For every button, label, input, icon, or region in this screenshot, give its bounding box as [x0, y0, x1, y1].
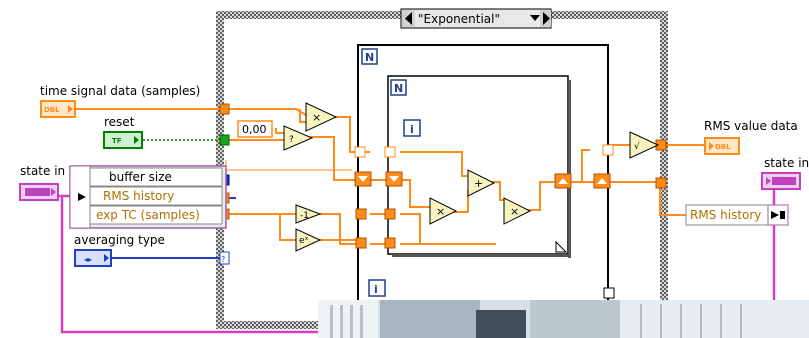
- state-out-label: state in: [764, 156, 809, 170]
- case-prev-arrow-icon[interactable]: [402, 10, 415, 27]
- background-photo: [318, 300, 809, 338]
- reset-label: reset: [104, 115, 135, 129]
- state-in-control[interactable]: [20, 184, 58, 200]
- unbundle-by-name[interactable]: buffer size RMS history exp TC (samples): [70, 166, 226, 228]
- outer-shift-register-left[interactable]: [355, 172, 371, 186]
- svg-text:eˣ: eˣ: [299, 236, 309, 246]
- inner-loop-count-terminal[interactable]: N: [391, 80, 406, 95]
- state-in-label: state in: [20, 164, 65, 178]
- case-next-arrow-icon[interactable]: [540, 10, 551, 27]
- svg-text:√: √: [634, 141, 640, 152]
- svg-text:?: ?: [221, 255, 225, 264]
- inner-loop-iteration-terminal[interactable]: i: [404, 120, 420, 136]
- svg-text:+: +: [474, 177, 483, 190]
- svg-text:DBL: DBL: [44, 106, 60, 114]
- unbundle-item-rms-history: RMS history: [103, 189, 174, 203]
- svg-text:×: ×: [510, 205, 519, 218]
- inner-shift-register-right[interactable]: [555, 174, 571, 188]
- svg-text:i: i: [410, 123, 414, 136]
- time-signal-label: time signal data (samples): [40, 84, 200, 98]
- svg-text:-1: -1: [300, 211, 309, 221]
- rms-value-label: RMS value data: [704, 119, 798, 133]
- rms-value-indicator[interactable]: DBL: [705, 138, 739, 154]
- averaging-type-control[interactable]: ◂▸: [75, 250, 111, 266]
- svg-text:◂▸: ◂▸: [84, 255, 92, 264]
- outer-shift-register-right[interactable]: [594, 174, 610, 188]
- averaging-type-label: averaging type: [74, 233, 165, 247]
- svg-text:?: ?: [289, 135, 294, 145]
- time-signal-control[interactable]: DBL: [41, 101, 75, 117]
- svg-text:0,00: 0,00: [242, 123, 267, 136]
- constant-node[interactable]: 0,00: [238, 121, 272, 137]
- svg-text:N: N: [394, 82, 403, 95]
- case-selector-label: "Exponential": [418, 12, 500, 26]
- svg-text:N: N: [365, 51, 374, 64]
- svg-text:DBL: DBL: [715, 143, 731, 151]
- reset-control[interactable]: TF: [104, 132, 142, 148]
- svg-text:i: i: [374, 283, 378, 296]
- svg-text:×: ×: [436, 205, 445, 218]
- case-selector[interactable]: "Exponential": [401, 9, 551, 28]
- bundle-by-name[interactable]: RMS history: [686, 205, 788, 225]
- outer-loop-count-terminal[interactable]: N: [362, 49, 377, 64]
- bundle-item-rms-history: RMS history: [690, 208, 761, 222]
- svg-text:TF: TF: [112, 137, 122, 145]
- unbundle-item-exp-tc: exp TC (samples): [96, 208, 200, 222]
- inner-shift-register-left[interactable]: [386, 172, 402, 186]
- unbundle-item-buffer-size: buffer size: [109, 170, 172, 184]
- state-out-indicator[interactable]: [762, 173, 800, 189]
- svg-text:×: ×: [312, 111, 321, 124]
- outer-loop-iteration-terminal[interactable]: i: [369, 280, 385, 296]
